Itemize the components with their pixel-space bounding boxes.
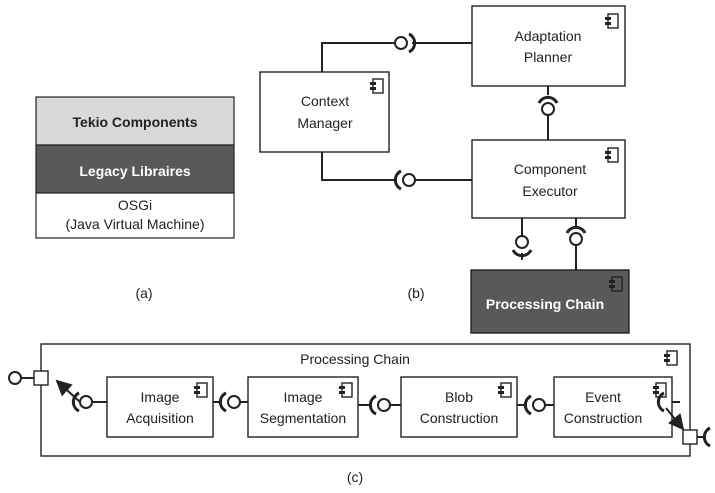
input-port (33, 370, 49, 386)
layer-osgi (35, 192, 235, 239)
processing-chain-label: Processing Chain (486, 296, 604, 312)
blob-construction-label-2: Construction (420, 410, 499, 426)
layer-jvm-label: (Java Virtual Machine) (65, 216, 204, 232)
context-manager-label-1: Context (301, 93, 349, 109)
event-construction-label-1: Event (585, 389, 621, 405)
panel-b-interfaces (393, 32, 587, 258)
layer-legacy-libraries (35, 144, 235, 194)
panel-a-layer-stack: Tekio Components Legacy Libraires OSGi (… (35, 96, 235, 239)
context-manager-box (259, 71, 390, 153)
output-port (682, 429, 698, 445)
event-construction-label-2: Construction (564, 410, 643, 426)
processing-chain-title: Processing Chain (300, 351, 410, 367)
adaptation-planner-label-2: Planner (524, 49, 573, 65)
image-acquisition-label-2: Acquisition (126, 410, 194, 426)
processing-chain-box (470, 269, 630, 334)
adaptation-planner-label-1: Adaptation (515, 28, 582, 44)
layer-legacy-libraries-label: Legacy Libraires (79, 163, 190, 179)
image-segmentation-label-1: Image (284, 389, 323, 405)
blob-construction-box (400, 376, 518, 438)
panel-c-connectors (21, 377, 703, 438)
adaptation-planner-box (471, 5, 626, 87)
blob-construction-label-1: Blob (445, 389, 473, 405)
caption-a: (a) (135, 285, 152, 301)
component-executor-box (471, 139, 626, 219)
layer-tekio-components (35, 96, 235, 146)
component-executor-label-1: Component (514, 161, 586, 177)
layer-tekio-components-label: Tekio Components (73, 114, 198, 130)
layer-osgi-label: OSGi (118, 197, 152, 213)
caption-b: (b) (407, 285, 424, 301)
panel-c-interfaces (8, 371, 711, 448)
caption-c: (c) (347, 469, 363, 485)
component-executor-label-2: Executor (522, 183, 578, 199)
event-construction-box (553, 376, 673, 438)
context-manager-label-2: Manager (297, 115, 353, 131)
image-segmentation-label-2: Segmentation (260, 410, 346, 426)
image-acquisition-label-1: Image (141, 389, 180, 405)
